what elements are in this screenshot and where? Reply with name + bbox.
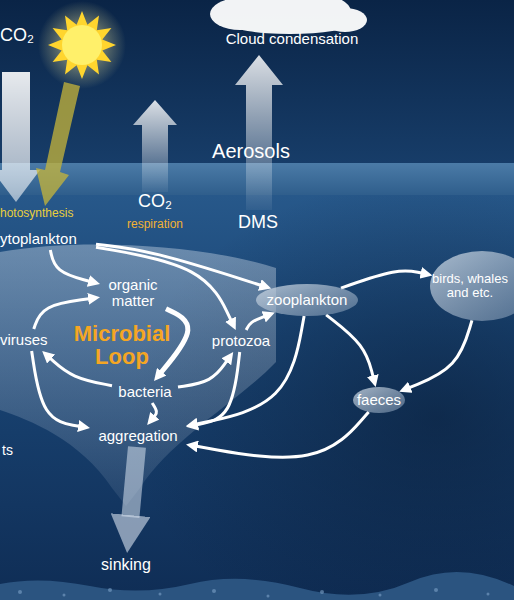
organism-ellipse: zooplankton bbox=[255, 283, 359, 317]
sun-glow bbox=[38, 1, 126, 89]
loop-title: Microbial Loop bbox=[62, 322, 182, 368]
node-text: zooplankton bbox=[267, 292, 348, 309]
process-label: Aerosols bbox=[196, 141, 306, 162]
seafloor bbox=[0, 572, 514, 600]
gas-label: DMS bbox=[228, 213, 288, 232]
flow-arrow bbox=[178, 361, 227, 387]
flow-arrow bbox=[197, 352, 240, 425]
organism-ellipse: birds, whales and etc. bbox=[432, 250, 508, 322]
node-text: ytoplankton bbox=[0, 231, 77, 248]
flow-arrow bbox=[197, 316, 304, 424]
node-text: viruses bbox=[0, 332, 48, 349]
node-text: sinking bbox=[101, 556, 151, 574]
flow-arrow bbox=[197, 412, 369, 457]
process-label: sinking bbox=[94, 553, 158, 577]
flow-arrow bbox=[246, 316, 264, 330]
flow-arrow bbox=[152, 403, 156, 417]
pool-ellipse: faeces bbox=[352, 386, 406, 414]
flow-arrow bbox=[130, 447, 137, 517]
pool-label: organic matter bbox=[100, 273, 166, 313]
seafloor-speckles bbox=[18, 588, 490, 598]
node-text: bacteria bbox=[118, 384, 171, 401]
node-text: aggregation bbox=[98, 428, 177, 445]
flow-arrow bbox=[50, 250, 89, 281]
ocean bbox=[0, 195, 514, 600]
process-label: hotosynthesis bbox=[0, 207, 100, 220]
gas-label: CO₂ bbox=[125, 192, 185, 211]
organism-label: protozoa bbox=[206, 330, 276, 352]
node-text: organic matter bbox=[100, 277, 166, 310]
ellipse-shape bbox=[430, 251, 514, 321]
ocean-shade bbox=[0, 195, 514, 600]
organism-label: ytoplankton bbox=[0, 228, 96, 250]
cloud bbox=[210, 0, 367, 34]
sun-rays bbox=[48, 11, 116, 79]
respiration-arrow bbox=[133, 100, 177, 192]
process-label: Cloud condensation bbox=[222, 31, 362, 47]
gas-label: CO₂ bbox=[0, 26, 50, 45]
flow-arrow bbox=[326, 315, 373, 377]
process-label: aggregation bbox=[90, 425, 186, 447]
organism-label: bacteria bbox=[112, 381, 178, 403]
dms-arrow bbox=[235, 55, 283, 210]
flow-arrow bbox=[96, 247, 231, 320]
flow-arrow bbox=[32, 351, 80, 426]
ellipse-shape bbox=[353, 387, 405, 413]
node-text: birds, whales and etc. bbox=[432, 272, 508, 301]
ellipse-shape bbox=[256, 284, 358, 316]
co2-uptake-arrow bbox=[0, 72, 40, 202]
node-text: protozoa bbox=[212, 333, 270, 350]
node-text: faeces bbox=[357, 392, 401, 409]
flow-arrow bbox=[409, 320, 472, 387]
flow-arrow bbox=[341, 271, 422, 288]
organism-label: viruses bbox=[0, 329, 60, 351]
sun bbox=[62, 25, 102, 65]
sunlight-arrow bbox=[36, 82, 80, 206]
cropped-label: ts bbox=[2, 443, 32, 458]
process-label: respiration bbox=[115, 218, 195, 231]
